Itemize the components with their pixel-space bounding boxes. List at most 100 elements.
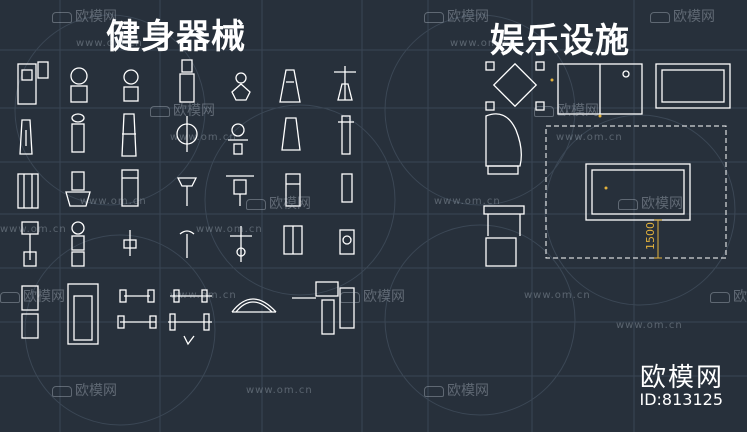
table-tennis-icon xyxy=(557,63,643,115)
rowing-seat-icon xyxy=(123,69,139,102)
crossover-icon xyxy=(334,66,356,101)
watermark-url: www.om.cn xyxy=(246,385,313,396)
chest-press-icon xyxy=(339,229,355,255)
watermark-logo-text: 欧模网 xyxy=(641,196,683,212)
entertainment-symbols xyxy=(483,61,731,267)
watermark-url: www.om.cn xyxy=(0,224,67,235)
watermark-logo: 欧模网 xyxy=(424,380,489,400)
curved-bench-icon xyxy=(231,298,277,313)
multi-station-icon xyxy=(21,221,39,267)
exercise-bike-icon xyxy=(17,61,49,105)
watermark-url: www.om.cn xyxy=(170,290,237,301)
power-rack-icon xyxy=(292,281,355,335)
watermark-logo-text: 欧模网 xyxy=(23,289,65,305)
bench-icon xyxy=(281,117,301,151)
watermark-logo-text: 欧模网 xyxy=(173,103,215,119)
pull-machine-icon xyxy=(19,119,33,155)
watermark-logo-text: 欧模网 xyxy=(557,103,599,119)
preacher-curl-icon xyxy=(121,169,139,207)
watermark-logo: 欧模网 xyxy=(710,286,747,306)
watermark-sofa-icon xyxy=(710,291,730,303)
shoulder-press-icon xyxy=(228,123,248,155)
watermark-logo-text: 欧模网 xyxy=(363,289,405,305)
watermark-sofa-icon xyxy=(618,198,638,210)
pec-deck-icon xyxy=(283,225,303,255)
treadmill-icon xyxy=(67,283,99,345)
billiard-table-icon xyxy=(655,63,731,109)
grand-piano-icon xyxy=(485,113,522,175)
elliptical-icon xyxy=(70,67,88,103)
rowing-machine-icon xyxy=(21,285,39,339)
watermark-logo: 欧模网 xyxy=(0,286,65,306)
watermark-logo: 欧模网 xyxy=(534,100,599,120)
hack-squat-icon xyxy=(285,173,301,207)
watermark-sofa-icon xyxy=(150,105,170,117)
watermark-logo-text: 欧模网 xyxy=(447,383,489,399)
watermark-logo: 欧模网 xyxy=(52,6,117,26)
watermark-url: www.om.cn xyxy=(196,224,263,235)
hammer-strength-icon xyxy=(123,230,137,256)
watermark-sofa-icon xyxy=(340,291,360,303)
ab-crunch-icon xyxy=(179,230,195,258)
brand-logo-text: 欧模网 xyxy=(639,363,724,393)
lat-tower-icon xyxy=(279,69,301,103)
vertical-rack-icon xyxy=(338,115,354,155)
watermark-url: www.om.cn xyxy=(170,132,237,143)
watermark-logo-text: 欧模网 xyxy=(673,9,715,25)
barbell-icon xyxy=(168,289,212,346)
marker-dots xyxy=(550,78,608,190)
model-id: ID:813125 xyxy=(639,390,723,409)
watermark-logo-text: 欧模网 xyxy=(75,383,117,399)
watermark-sofa-icon xyxy=(534,105,554,117)
watermark-sofa-icon xyxy=(424,11,444,23)
area-boundary xyxy=(545,125,727,259)
watermark-logo: 欧模网 xyxy=(246,193,311,213)
fitness-section-title: 健身器械 xyxy=(106,17,246,57)
watermark-logo-text: 欧模网 xyxy=(75,9,117,25)
fitness-equipment-symbols xyxy=(17,59,356,346)
watermark-url: www.om.cn xyxy=(450,38,517,49)
watermark-sofa-icon xyxy=(52,385,72,397)
watermark-url: www.om.cn xyxy=(76,38,143,49)
adjustable-bench-icon xyxy=(176,177,198,206)
smith-machine-icon xyxy=(226,175,254,206)
cable-machine-icon xyxy=(121,113,137,157)
pool-table-icon xyxy=(585,163,691,221)
watermark-logo: 欧模网 xyxy=(52,380,117,400)
watermark-logo-text: 欧模网 xyxy=(447,9,489,25)
seated-row-icon xyxy=(65,171,91,207)
chest-fly-icon xyxy=(231,72,251,101)
piano-bench-icon xyxy=(483,205,525,267)
watermark-logo-text: 欧模网 xyxy=(733,289,747,305)
dimension-line xyxy=(654,219,662,259)
leg-press-icon xyxy=(179,59,195,103)
treadmill-small-icon xyxy=(71,113,85,153)
abdominal-icon xyxy=(176,116,198,152)
watermark-logo: 欧模网 xyxy=(618,193,683,213)
watermark-url: www.om.cn xyxy=(80,196,147,207)
entertainment-section-title: 娱乐设施 xyxy=(490,21,630,61)
watermark-sofa-icon xyxy=(0,291,20,303)
watermark-logo: 欧模网 xyxy=(424,6,489,26)
watermark-logo: 欧模网 xyxy=(650,6,715,26)
watermark-sofa-icon xyxy=(246,198,266,210)
watermark-url: www.om.cn xyxy=(524,290,591,301)
watermark-logo-text: 欧模网 xyxy=(269,196,311,212)
watermark-url: www.om.cn xyxy=(434,196,501,207)
dimension-label: 1500 xyxy=(644,222,657,250)
watermark-logo: 欧模网 xyxy=(150,100,215,120)
watermark-circles xyxy=(14,14,736,426)
squat-rack-icon xyxy=(17,173,39,209)
watermark-sofa-icon xyxy=(52,11,72,23)
watermark-url: www.om.cn xyxy=(616,320,683,331)
watermark-url: www.om.cn xyxy=(556,132,623,143)
dumbbell-rack-icon xyxy=(117,289,157,329)
watermark-sofa-icon xyxy=(424,385,444,397)
dip-station-icon xyxy=(341,173,353,203)
watermark-logo: 欧模网 xyxy=(340,286,405,306)
leg-extension-icon xyxy=(71,221,85,267)
cable-pulley-icon xyxy=(230,226,252,262)
